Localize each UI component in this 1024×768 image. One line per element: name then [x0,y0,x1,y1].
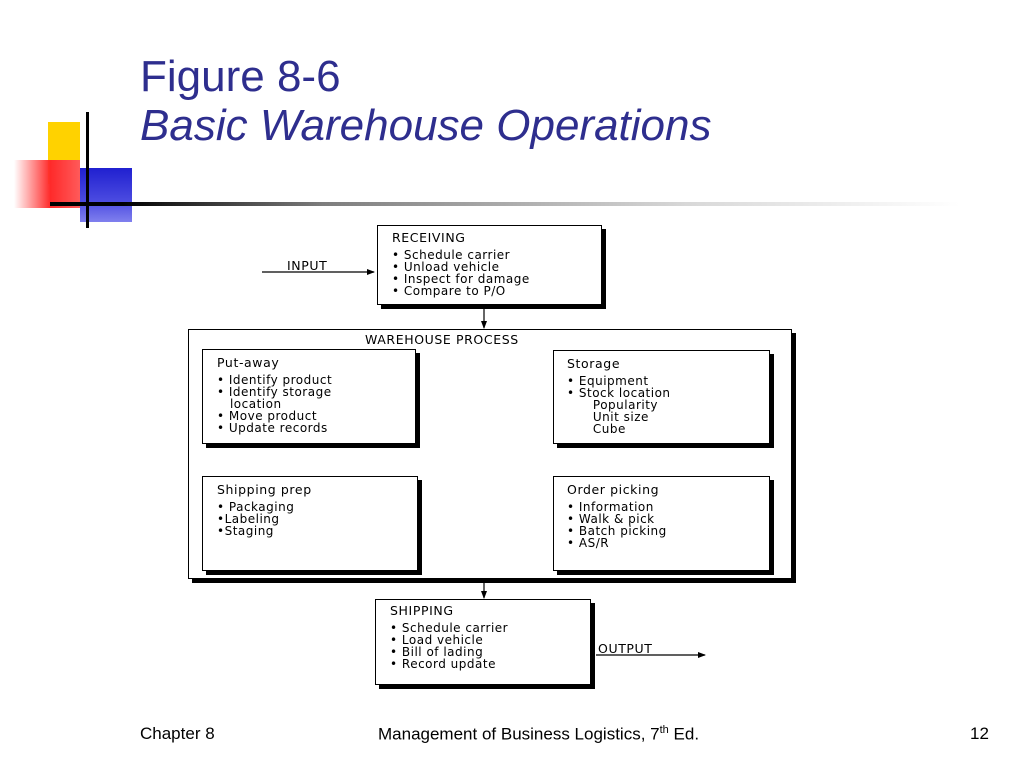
decorative-red-square [14,160,80,208]
storage-item: • Stock location [567,386,671,400]
receiving-item: • Inspect for damage [392,272,530,286]
putaway-title: Put-away [217,355,280,370]
putaway-item: • Identify product [217,373,333,387]
receiving-title: RECEIVING [392,230,466,245]
warehouse-process-title: WAREHOUSE PROCESS [365,332,519,347]
shipping-item: • Record update [390,657,496,671]
shipping-prep-item: •Labeling [217,512,280,526]
storage-item: Cube [567,422,626,436]
shipping-prep-item: •Staging [217,524,274,538]
receiving-item: • Compare to P/O [392,284,506,298]
title-line-1: Figure 8-6 [140,52,341,101]
putaway-item: location [217,397,282,411]
footer-edition-suffix: Ed. [668,724,700,744]
order-picking-item: • AS/R [567,536,610,550]
footer-edition-sup: th [659,724,669,736]
order-picking-item: • Walk & pick [567,512,655,526]
storage-box: Storage • Equipment • Stock location Pop… [553,350,770,444]
output-label: OUTPUT [598,641,653,656]
storage-item: Popularity [567,398,659,412]
shipping-item: • Load vehicle [390,633,484,647]
putaway-item: • Move product [217,409,318,423]
footer-chapter: Chapter 8 [140,724,215,743]
putaway-item: • Update records [217,421,328,435]
input-label: INPUT [287,258,328,273]
receiving-item: • Unload vehicle [392,260,500,274]
putaway-box: Put-away • Identify product • Identify s… [202,349,416,444]
order-picking-title: Order picking [567,482,660,497]
storage-title: Storage [567,356,621,371]
order-picking-item: • Batch picking [567,524,667,538]
footer-page-number: 12 [970,724,989,743]
shipping-prep-box: Shipping prep • Packaging •Labeling •Sta… [202,476,418,571]
shipping-prep-item: • Packaging [217,500,295,514]
footer-book-title: Management of Business Logistics, 7th Ed… [378,724,699,745]
shipping-title: SHIPPING [390,603,454,618]
shipping-prep-title: Shipping prep [217,482,312,497]
storage-item: Unit size [567,410,649,424]
shipping-item: • Schedule carrier [390,621,509,635]
footer-book-text: Management of Business Logistics, 7 [378,724,660,744]
title-divider-line [50,202,960,206]
putaway-item: • Identify storage [217,385,332,399]
shipping-box: SHIPPING • Schedule carrier • Load vehic… [375,599,591,685]
shipping-item: • Bill of lading [390,645,484,659]
slide-title: Figure 8-6 Basic Warehouse Operations [140,52,711,151]
title-line-2: Basic Warehouse Operations [140,101,712,151]
order-picking-item: • Information [567,500,654,514]
order-picking-box: Order picking • Information • Walk & pic… [553,476,770,571]
receiving-box: RECEIVING • Schedule carrier • Unload ve… [377,225,602,305]
storage-item: • Equipment [567,374,649,388]
decorative-vertical-line [86,112,89,228]
receiving-item: • Schedule carrier [392,248,511,262]
